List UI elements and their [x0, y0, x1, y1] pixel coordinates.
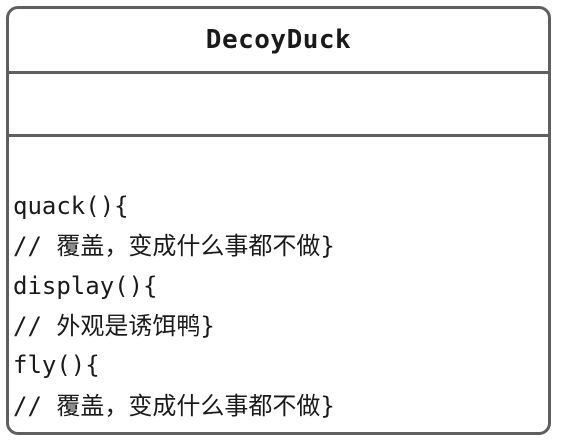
uml-class-box: DecoyDuck quack(){ // 覆盖，变成什么事都不做} displ…: [6, 6, 551, 435]
method-line: // 覆盖，变成什么事都不做}: [13, 392, 335, 420]
class-name-compartment: DecoyDuck: [9, 9, 548, 74]
method-line: display(){: [13, 272, 158, 300]
method-line: quack(){: [13, 192, 129, 220]
method-line: fly(){: [13, 351, 100, 379]
method-line: // 覆盖，变成什么事都不做}: [13, 232, 335, 260]
method-line: // 外观是诱饵鸭}: [13, 312, 215, 340]
attributes-compartment: [9, 74, 548, 137]
class-name: DecoyDuck: [205, 25, 352, 55]
methods-compartment: quack(){ // 覆盖，变成什么事都不做} display(){ // 外…: [9, 137, 548, 432]
